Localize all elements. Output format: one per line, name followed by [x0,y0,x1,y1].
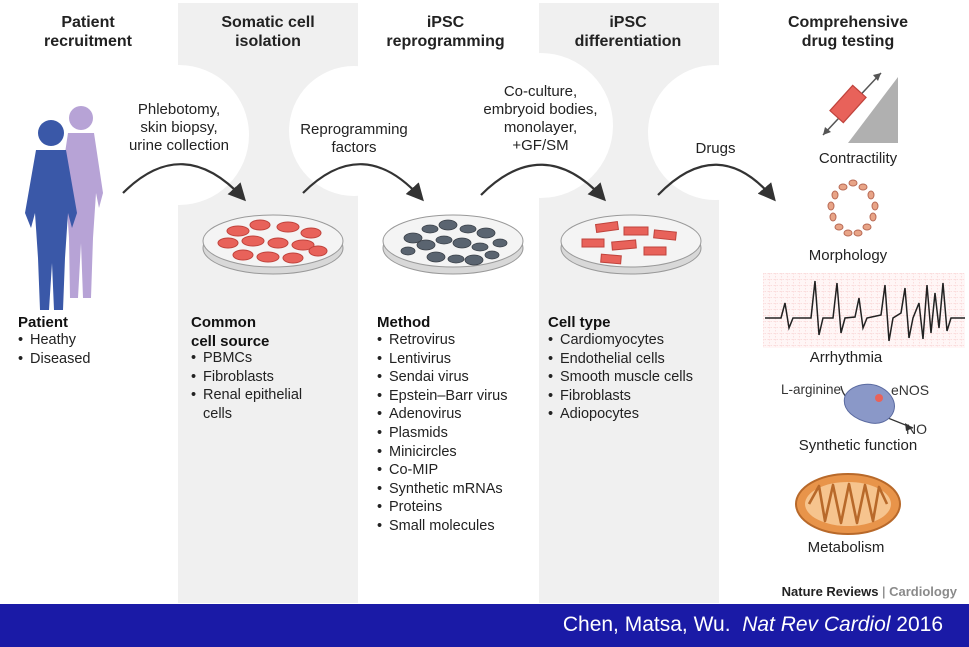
list-item: Small molecules [377,517,507,536]
bubble-sampling-text: Phlebotomy, skin biopsy, urine collectio… [128,101,230,154]
list-item: Fibroblasts [548,387,693,406]
list-item: Endothelial cells [548,350,693,369]
list-item: Renal epithelial cells [191,386,302,423]
synthetic-function-label: Synthetic function [798,437,918,454]
method-list: Retrovirus Lentivirus Sendai virus Epste… [377,331,507,536]
no-label: NO [906,421,927,437]
citation: Chen, Matsa, Wu. Nat Rev Cardiol 2016 [563,613,943,637]
list-item: PBMCs [191,349,302,368]
heading-ipsc-differentiation: iPSC differentiation [574,14,682,50]
heading-ipsc-reprogramming: iPSC reprogramming [386,14,505,50]
citation-authors: Chen, Matsa, Wu. [562,613,731,636]
bubble-drugs-text: Drugs [695,140,736,157]
cell-type-title: Cell type [548,314,611,331]
list-item: Epstein–Barr virus [377,387,507,406]
list-item: Cardiomyocytes [548,331,693,350]
credit-subject: Cardiology [889,584,957,599]
list-item: Smooth muscle cells [548,368,693,387]
contractility-icon [822,72,898,143]
flow-arrows [122,163,776,202]
morphology-label: Morphology [808,247,888,264]
heading-somatic-cell-isolation: Somatic cell isolation [221,14,315,50]
bubble-differentiation-text: Co-culture, embryoid bodies, monolayer, … [483,83,598,154]
enos-label: eNOS [891,382,930,398]
journal-credit: Nature Reviews | Cardiology [782,584,957,599]
list-item: Lentivirus [377,350,507,369]
method-title: Method [377,314,431,331]
arrow-1 [122,163,246,202]
bubble-differentiation-methods [468,53,613,198]
list-item: Diseased [18,350,90,369]
credit-separator: | [882,584,886,599]
arrow-2 [302,163,424,202]
arrow-3 [480,163,606,202]
list-item: Plasmids [377,424,507,443]
citation-bar: Chen, Matsa, Wu. Nat Rev Cardiol 2016 [0,604,969,647]
citation-year: 2016 [896,613,943,636]
list-item: Fibroblasts [191,368,302,387]
patient-silhouettes [25,106,103,310]
cell-source-title: Common cell source [191,314,270,350]
list-item: Heathy [18,331,90,350]
dish-differentiated-cells [560,214,702,275]
arrhythmia-trace [763,273,965,348]
list-item: Synthetic mRNAs [377,480,507,499]
cell-source-list: PBMCs Fibroblasts Renal epithelial cells [191,349,302,423]
metabolism-label: Metabolism [807,539,885,556]
ipsc-workflow-diagram: Patient recruitment Somatic cell isolati… [3,3,965,603]
bubble-drugs [648,65,783,200]
arrhythmia-label: Arrhythmia [809,349,883,366]
arrow-4 [657,163,776,202]
heading-patient-recruitment: Patient recruitment [43,14,133,50]
cell-type-list: Cardiomyocytes Endothelial cells Smooth … [548,331,693,424]
patient-title: Patient [18,314,69,331]
list-item: Co-MIP [377,461,507,480]
contractility-label: Contractility [818,150,898,167]
credit-journal: Nature Reviews [781,584,879,599]
dish-somatic-cells [202,214,344,275]
list-item: Sendai virus [377,368,507,387]
list-item: Adiopocytes [548,405,693,424]
l-arginine-label: L-arginine [781,382,842,397]
bubble-reprogramming-text: Reprogramming factors [300,121,408,156]
list-item: Minicircles [377,443,507,462]
list-item: Proteins [377,498,507,517]
bubble-reprogramming-factors [289,66,419,196]
dish-ipsc-colonies [382,214,524,275]
mitochondrion-icon [795,473,901,535]
patient-list: Heathy Diseased [18,331,90,368]
heading-comprehensive-drug-testing: Comprehensive drug testing [787,14,909,50]
list-item: Retrovirus [377,331,507,350]
morphology-icon [827,179,879,237]
patient-front-figure [25,120,77,310]
enos-reaction-icon [840,383,914,431]
list-item: Adenovirus [377,405,507,424]
citation-journal: Nat Rev Cardiol [742,613,891,636]
